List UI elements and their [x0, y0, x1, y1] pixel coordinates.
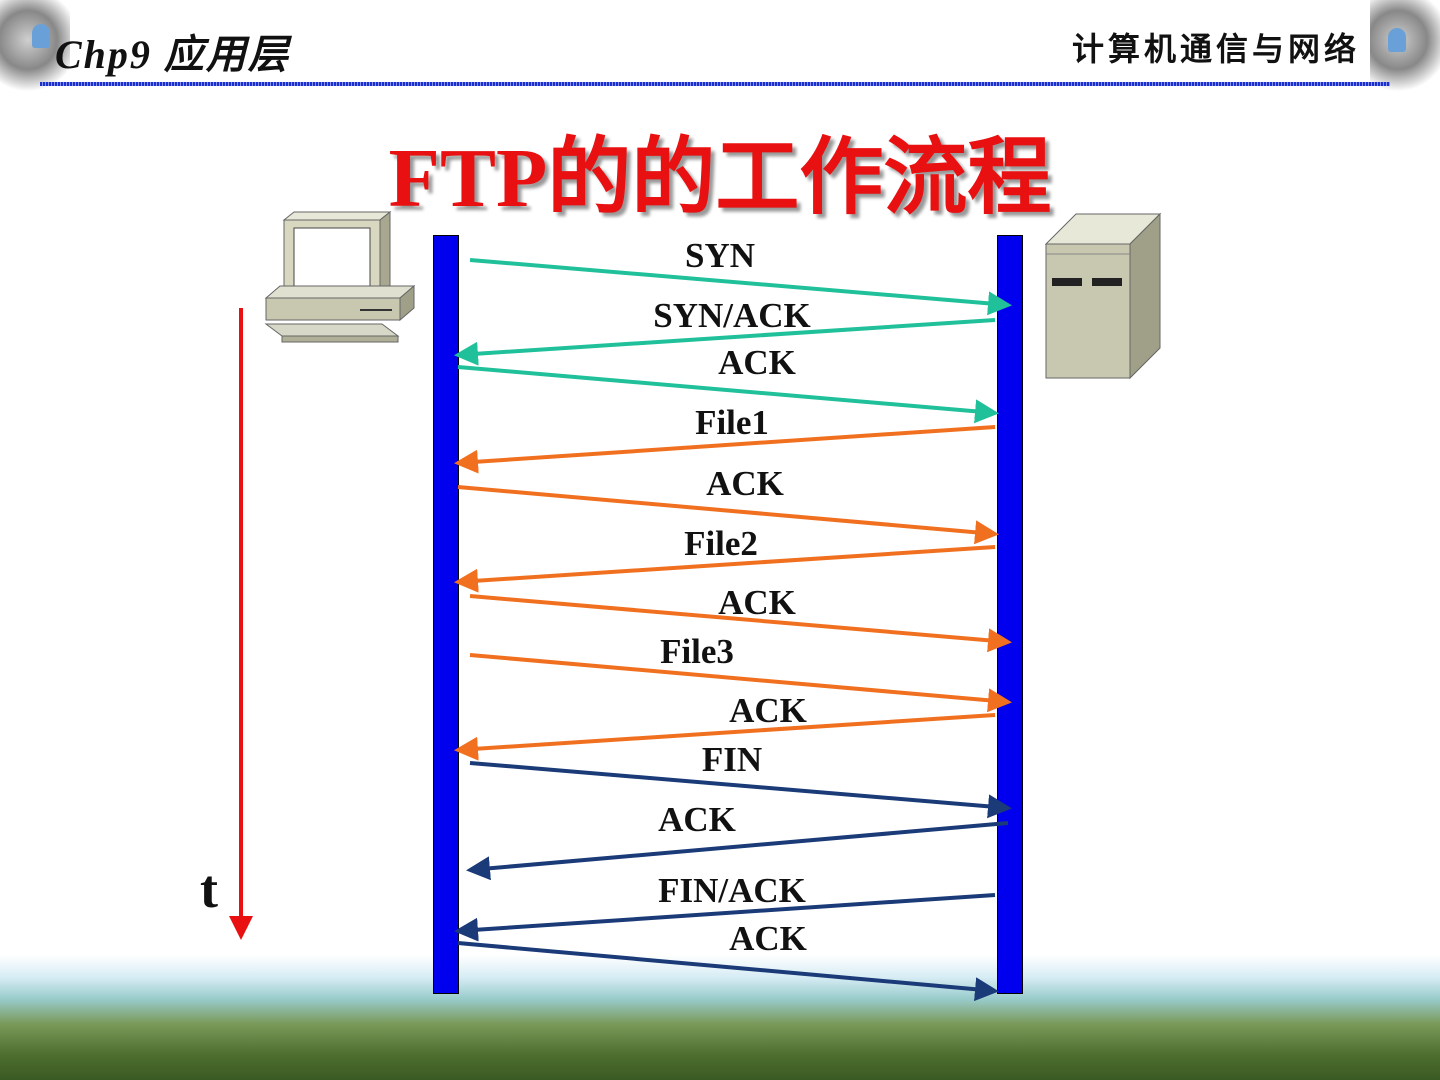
server-icon	[1044, 212, 1162, 380]
bell-icon-left	[32, 24, 50, 48]
message-arrow-5	[457, 485, 999, 545]
message-arrow-3	[457, 365, 999, 424]
course-heading: 计算机通信与网络	[1071, 31, 1360, 67]
message-label: SYN	[684, 236, 756, 275]
client-timeline	[433, 235, 459, 994]
message-arrow-1	[469, 258, 1012, 316]
message-label: File2	[684, 524, 758, 563]
header-divider	[40, 82, 1390, 86]
time-axis-label: t	[200, 859, 218, 919]
message-arrow-9	[454, 713, 996, 761]
landscape-background	[0, 955, 1440, 1080]
bell-icon-right	[1388, 28, 1406, 52]
message-label: File1	[695, 403, 769, 442]
message-arrow-6	[454, 545, 996, 593]
message-label: ACK	[706, 464, 784, 503]
slide-title: FTP的的工作流程	[388, 132, 1052, 225]
message-arrow-11	[466, 821, 1009, 881]
message-label: ACK	[658, 800, 736, 839]
client-computer-icon	[264, 210, 416, 343]
message-arrow-4	[454, 425, 996, 474]
message-arrow-13	[457, 941, 999, 1002]
message-label: File3	[660, 632, 734, 671]
message-arrow-10	[469, 761, 1012, 819]
message-label: ACK	[729, 691, 807, 730]
message-arrow-7	[469, 594, 1012, 653]
message-arrow-12	[454, 893, 996, 942]
message-label: ACK	[718, 583, 796, 622]
message-label: FIN/ACK	[658, 871, 806, 910]
message-label: FIN	[701, 740, 763, 779]
message-arrow-2	[454, 318, 996, 366]
message-arrow-8	[469, 653, 1012, 713]
message-label: ACK	[729, 919, 807, 958]
message-label: ACK	[718, 343, 796, 382]
message-label: SYN/ACK	[653, 296, 811, 335]
chapter-heading: Chp9 应用层	[55, 32, 290, 77]
server-timeline	[997, 235, 1023, 994]
